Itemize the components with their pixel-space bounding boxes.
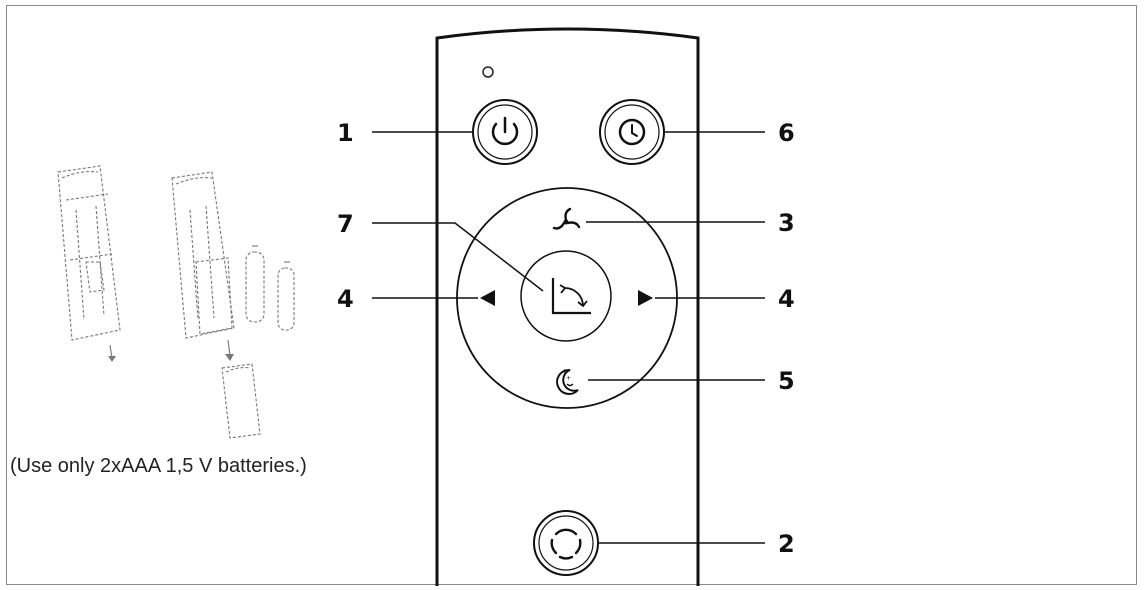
led-indicator-icon [482,66,494,78]
oscillation-icon [551,278,591,315]
svg-text:+: + [561,367,568,376]
fan-icon [552,207,581,230]
right-button[interactable] [638,290,653,306]
triangle-right-icon [638,290,653,306]
power-icon [491,116,519,146]
remote-back-open [171,171,235,361]
mode-circle-icon [550,528,582,560]
callout-line-7 [372,222,544,292]
callout-3: 3 [778,209,795,237]
callout-5: 5 [778,367,795,395]
battery-cover [221,363,261,439]
left-button[interactable] [480,290,495,306]
night-button[interactable]: + + [550,366,586,396]
callout-4-left: 4 [337,285,354,313]
triangle-left-icon [480,290,495,306]
battery-installation-illustration [57,165,295,439]
callout-7: 7 [337,210,354,238]
battery-caption: (Use only 2xAAA 1,5 V batteries.) [10,455,307,477]
speed-button[interactable] [545,205,589,239]
timer-button[interactable] [599,99,665,165]
callout-4-right: 4 [778,285,795,313]
remote-body [435,27,700,586]
power-button[interactable] [472,99,538,165]
clock-icon [618,118,646,146]
callout-6: 6 [778,119,795,147]
svg-text:+: + [566,375,571,382]
diagram-frame [6,5,1137,585]
night-mode-icon: + + [556,367,579,395]
batteries [245,245,295,331]
remote-back-closed [57,165,121,362]
callout-lines [372,131,765,544]
callout-2: 2 [778,530,795,558]
oscillation-button[interactable] [520,250,612,342]
callout-1: 1 [337,119,354,147]
mode-button[interactable] [533,510,599,576]
